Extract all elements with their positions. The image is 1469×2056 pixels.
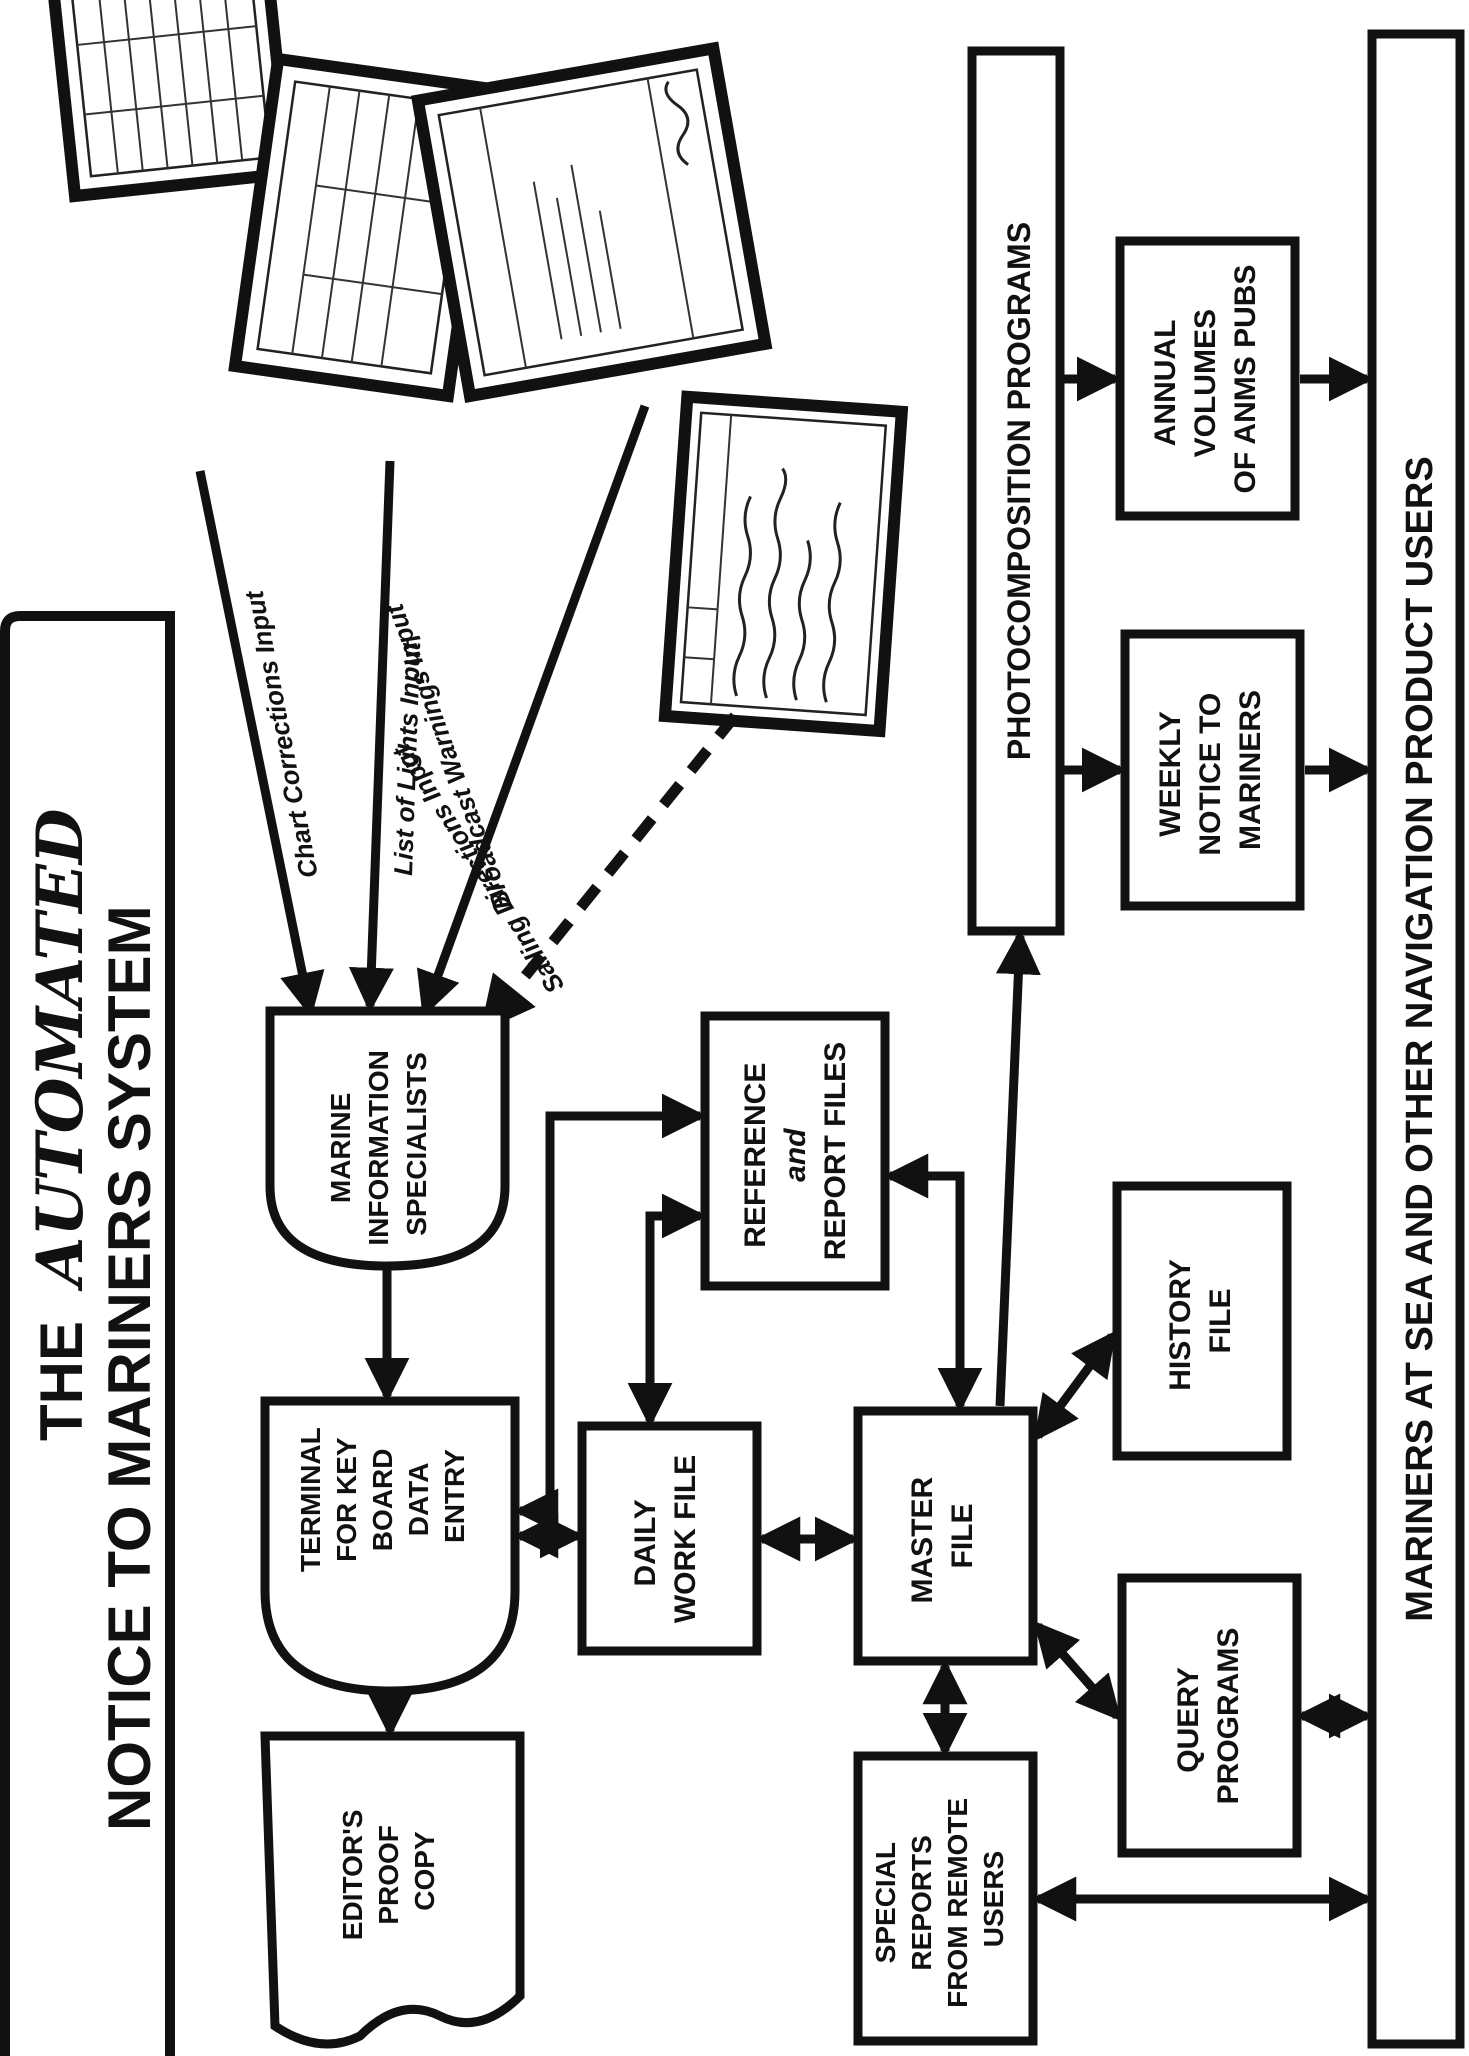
editors-proof-copy-label: EDITOR'S PROOF COPY	[337, 1802, 440, 1940]
mariners-users-bar	[1367, 29, 1465, 2049]
terminal-to-reference-arrow	[513, 1093, 707, 1534]
list-of-lights-arrow	[348, 460, 395, 1013]
chart-corrections-arrow	[195, 470, 325, 1018]
title-line2: NOTICE TO MARINERS SYSTEM	[96, 905, 163, 1831]
broadcast-warnings-form	[410, 41, 773, 403]
history-file-label: HISTORY FILE	[1164, 1251, 1237, 1391]
reference-report-files-label: REFERENCE and REPORT FILES	[739, 1042, 852, 1260]
master-query-arrow	[1033, 1620, 1122, 1722]
master-reference-arrow	[883, 1153, 983, 1413]
title-frame	[0, 611, 175, 2056]
terminal-shape	[260, 1396, 520, 1696]
broadcast-warnings-arrow	[416, 404, 650, 1018]
weekly-notice-label: WEEKLY NOTICE TO MARINERS	[1154, 684, 1267, 855]
master-history-arrow	[1033, 1330, 1117, 1442]
mariners-users-label: MARINERS AT SEA AND OTHER NAVIGATION PRO…	[1399, 456, 1441, 1621]
master-file-label: MASTER FILE	[906, 1468, 979, 1603]
terminal-label: TERMINAL FOR KEY BOARD DATA ENTRY	[295, 1420, 470, 1572]
query-programs-label: QUERY PROGRAMS	[1172, 1628, 1245, 1805]
sailing-directions-form	[658, 390, 909, 738]
daily-reference-arrow	[627, 1193, 707, 1428]
history-file-box	[1112, 1181, 1292, 1461]
editors-proof-copy-shape	[260, 1731, 525, 2049]
sailing-directions-arrow	[479, 712, 740, 1033]
marine-info-specialists-shape	[265, 1006, 510, 1271]
annual-volumes-label: ANNUAL VOLUMES OF ANMS PUBS	[1149, 265, 1262, 494]
query-programs-box	[1117, 1573, 1302, 1858]
marine-info-specialists-label: MARINE INFORMATION SPECIALISTS	[325, 1042, 432, 1245]
master-to-photocomposition-arrow	[995, 929, 1041, 1407]
chart-corrections-form	[37, 0, 296, 203]
special-reports-label: SPECIAL REPORTS FROM REMOTE USERS	[870, 1790, 1009, 2008]
title-line1: THE AUTOMATED	[23, 808, 98, 1441]
photocomposition-label: PHOTOCOMPOSITION PROGRAMS	[1001, 222, 1037, 760]
